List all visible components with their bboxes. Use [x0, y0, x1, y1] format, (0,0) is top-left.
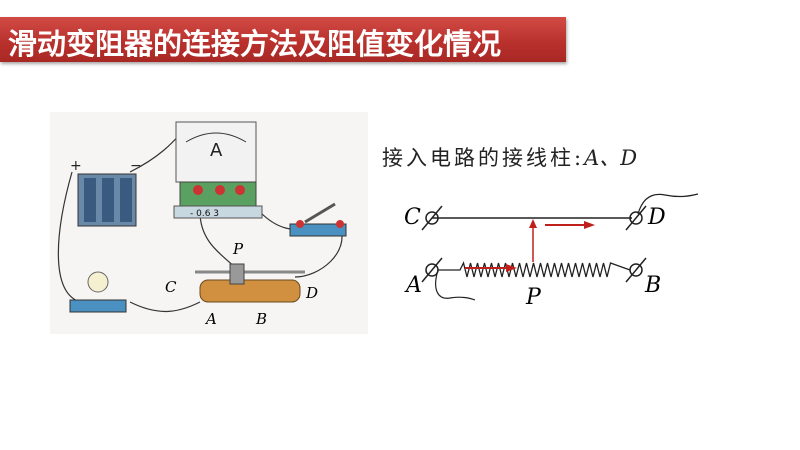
label-B: B [255, 310, 267, 328]
battery-plus-label: + [70, 158, 82, 174]
rheostat-schematic: 接入电路的接线柱:A、D C D A B P [380, 130, 710, 315]
slide-title: 滑动变阻器的连接方法及阻值变化情况 [8, 27, 502, 61]
schematic-label-D: D [647, 205, 666, 230]
caption: 接入电路的接线柱:A、D [382, 142, 637, 172]
terminal-C [421, 205, 443, 231]
terminal-D [625, 205, 647, 231]
battery-minus-label: − [130, 158, 142, 174]
circuit-photo: + − A - 0.6 3 P C D A [50, 112, 368, 334]
caption-text: 接入电路的接线柱: [382, 146, 585, 170]
battery-icon [77, 173, 137, 227]
ammeter-symbol: A [210, 140, 223, 161]
title-banner: 滑动变阻器的连接方法及阻值变化情况 [0, 17, 566, 62]
label-P: P [232, 240, 244, 258]
label-C: C [165, 278, 177, 296]
circuit-illustration: + − A - 0.6 3 P C D A [57, 121, 347, 328]
caption-terminals: A、D [584, 146, 638, 170]
ammeter-terminals: - 0.6 3 [190, 209, 219, 219]
ammeter-icon [173, 121, 263, 219]
label-D: D [305, 284, 318, 302]
rheostat-icon [195, 263, 305, 303]
schematic-label-P: P [525, 285, 542, 310]
label-A: A [204, 310, 217, 328]
schematic-label-A: A [404, 273, 422, 298]
slider-arrowhead [529, 219, 537, 228]
bulb-icon [69, 271, 127, 313]
schematic-label-C: C [404, 205, 421, 230]
resistance-coil [438, 261, 631, 278]
schematic-svg: C D A B P [404, 193, 699, 310]
schematic-label-B: B [644, 273, 661, 298]
switch-icon [289, 202, 347, 237]
